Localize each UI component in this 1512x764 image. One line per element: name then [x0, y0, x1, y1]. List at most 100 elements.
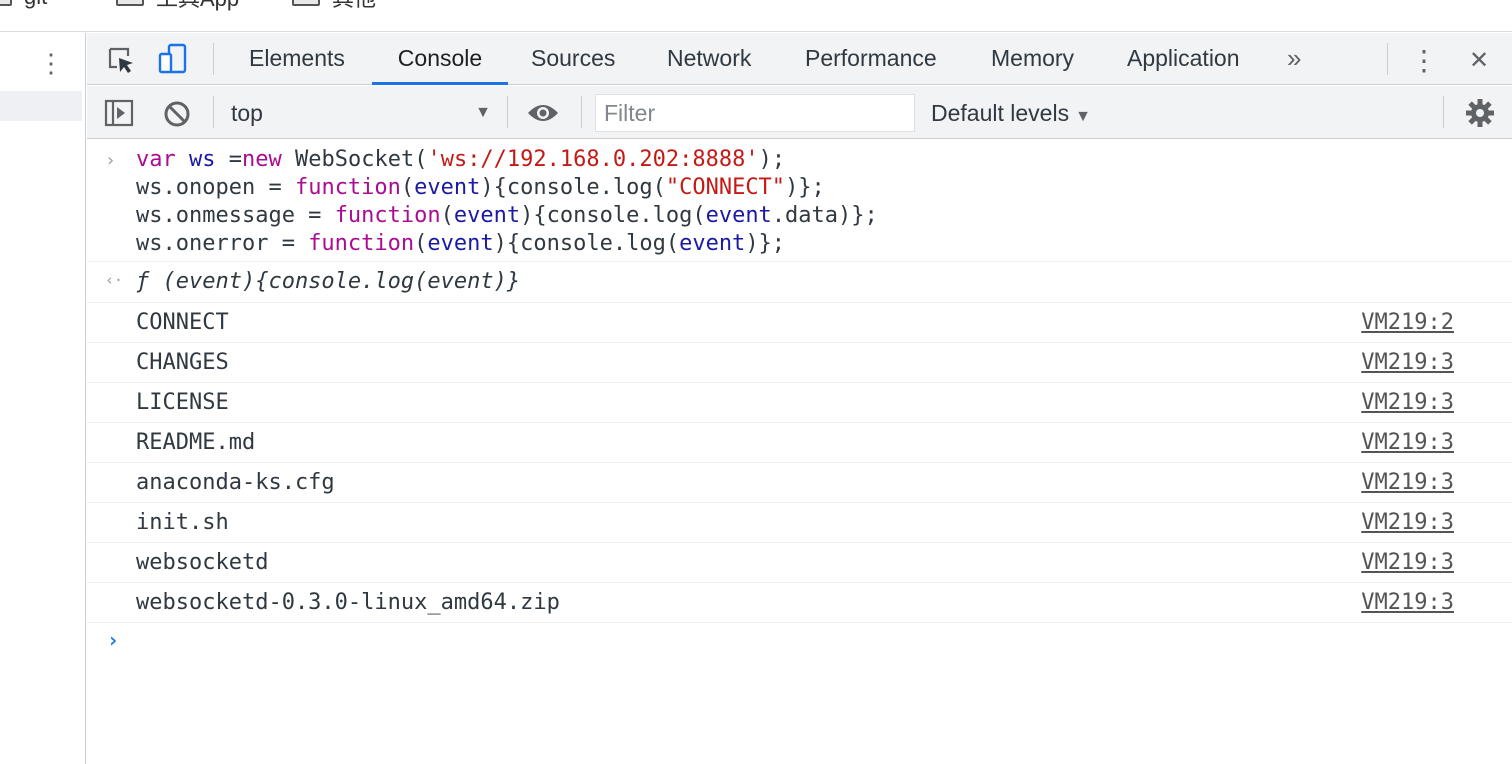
- code-token: );: [758, 147, 786, 172]
- tab-application[interactable]: Application: [1127, 45, 1240, 71]
- code-token: function: [308, 231, 415, 256]
- divider: [1443, 96, 1444, 128]
- clear-console-icon[interactable]: [161, 98, 193, 130]
- sidebar-toggle-icon[interactable]: [103, 98, 135, 128]
- code-token: event: [705, 203, 772, 228]
- log-message: LICENSE: [136, 390, 229, 415]
- log-message: websocketd: [136, 550, 269, 575]
- console-output[interactable]: › var ws =new WebSocket('ws://192.168.0.…: [87, 140, 1512, 764]
- source-link[interactable]: VM219:2: [1361, 310, 1454, 335]
- tab-memory[interactable]: Memory: [991, 45, 1075, 71]
- source-link[interactable]: VM219:3: [1361, 390, 1454, 415]
- console-toolbar: top ▼ Default levels ▼: [87, 86, 1512, 139]
- code-token: "CONNECT": [665, 175, 786, 200]
- log-message: websocketd-0.3.0-linux_amd64.zip: [136, 590, 560, 615]
- code-line: ws.onopen = function(event){console.log(…: [136, 174, 825, 202]
- code-token: ws.onmessage =: [136, 203, 335, 228]
- folder-icon: [116, 0, 144, 6]
- tab-network[interactable]: Network: [667, 45, 752, 71]
- more-tabs-icon[interactable]: »: [1287, 43, 1302, 73]
- code-line: ws.onmessage = function(event){console.l…: [136, 202, 878, 230]
- log-message: README.md: [136, 430, 256, 455]
- code-token: new: [242, 147, 282, 172]
- context-label: top: [231, 100, 263, 126]
- console-result-entry: ‹· ƒ (event){console.log(event)}: [87, 262, 1512, 303]
- tab-elements[interactable]: Elements: [249, 45, 345, 71]
- input-prompt-icon: ›: [105, 150, 116, 171]
- bookmark-label: git: [24, 0, 47, 10]
- tab-performance[interactable]: Performance: [805, 45, 937, 71]
- log-message: init.sh: [136, 510, 229, 535]
- source-link[interactable]: VM219:3: [1361, 350, 1454, 375]
- code-token: [176, 147, 189, 172]
- divider: [1387, 43, 1388, 75]
- tab-console[interactable]: Console: [372, 33, 508, 85]
- code-token: event: [414, 175, 481, 200]
- page-area: ⋮: [0, 33, 86, 764]
- code-line: ws.onerror = function(event){console.log…: [136, 230, 785, 258]
- code-token: event: [679, 231, 746, 256]
- code-token: )};: [745, 231, 786, 256]
- code-line: var ws =new WebSocket('ws://192.168.0.20…: [136, 146, 785, 174]
- inspect-element-icon[interactable]: [105, 45, 137, 75]
- bookmark-label: 工具App: [156, 0, 239, 13]
- console-log-row: anaconda-ks.cfg VM219:3: [87, 463, 1512, 503]
- page-highlight: [0, 91, 82, 121]
- divider: [213, 43, 214, 75]
- kebab-menu-icon[interactable]: ⋮: [38, 48, 64, 78]
- console-input-prompt[interactable]: ›: [107, 628, 120, 652]
- code-token: function: [334, 203, 441, 228]
- code-token: ws: [189, 147, 216, 172]
- result-value[interactable]: ƒ (event){console.log(event)}: [136, 269, 521, 294]
- console-input-entry: › var ws =new WebSocket('ws://192.168.0.…: [87, 140, 1512, 262]
- log-message: CONNECT: [136, 310, 229, 335]
- source-link[interactable]: VM219:3: [1361, 470, 1454, 495]
- source-link[interactable]: VM219:3: [1361, 430, 1454, 455]
- device-toolbar-icon[interactable]: [157, 43, 189, 75]
- tab-sources[interactable]: Sources: [531, 45, 616, 71]
- code-token: (: [400, 175, 415, 200]
- bookmark-other[interactable]: 其他: [292, 0, 376, 11]
- divider: [507, 96, 508, 128]
- devtools-tabbar: Elements Console Sources Network Perform…: [87, 33, 1512, 85]
- log-message: anaconda-ks.cfg: [136, 470, 335, 495]
- console-log-row: websocketd VM219:3: [87, 543, 1512, 583]
- code-token: =: [215, 147, 242, 172]
- console-log-row: websocketd-0.3.0-linux_amd64.zip VM219:3: [87, 583, 1512, 623]
- code-token: event: [427, 231, 494, 256]
- code-token: (: [440, 203, 454, 228]
- eye-icon[interactable]: [525, 98, 561, 128]
- log-levels-dropdown[interactable]: Default levels ▼: [931, 98, 1091, 132]
- close-icon[interactable]: ✕: [1468, 46, 1490, 74]
- bookmark-label: 其他: [332, 0, 376, 13]
- code-token: var: [136, 147, 176, 172]
- divider: [213, 96, 214, 128]
- code-token: WebSocket(: [281, 147, 428, 172]
- code-token: (: [414, 231, 428, 256]
- source-link[interactable]: VM219:3: [1361, 550, 1454, 575]
- code-token: 'ws://192.168.0.202:8888': [427, 147, 759, 172]
- bookmark-tools-app[interactable]: 工具App: [116, 0, 239, 11]
- divider: [581, 96, 582, 128]
- code-token: .data)};: [771, 203, 878, 228]
- context-selector[interactable]: top ▼: [231, 98, 491, 128]
- bookmark-git[interactable]: git: [0, 0, 47, 10]
- levels-label: Default levels: [931, 100, 1070, 126]
- source-link[interactable]: VM219:3: [1361, 510, 1454, 535]
- console-log-row: CONNECT VM219:2: [87, 303, 1512, 343]
- filter-input[interactable]: [595, 94, 915, 132]
- code-token: ){console.log(: [520, 203, 706, 228]
- code-token: event: [453, 203, 521, 228]
- bookmarks-bar: git 工具App 其他: [0, 0, 1512, 32]
- devtools-panel: Elements Console Sources Network Perform…: [87, 33, 1512, 764]
- console-log-row: README.md VM219:3: [87, 423, 1512, 463]
- chevron-down-icon: ▼: [1075, 108, 1091, 125]
- gear-icon[interactable]: [1463, 96, 1497, 130]
- folder-icon: [292, 0, 320, 6]
- code-token: ws.onerror =: [136, 231, 309, 256]
- devtools-menu-icon[interactable]: ⋮: [1410, 44, 1438, 76]
- result-arrow-icon: ‹·: [105, 271, 124, 289]
- source-link[interactable]: VM219:3: [1361, 590, 1454, 615]
- code-token: )};: [785, 175, 825, 200]
